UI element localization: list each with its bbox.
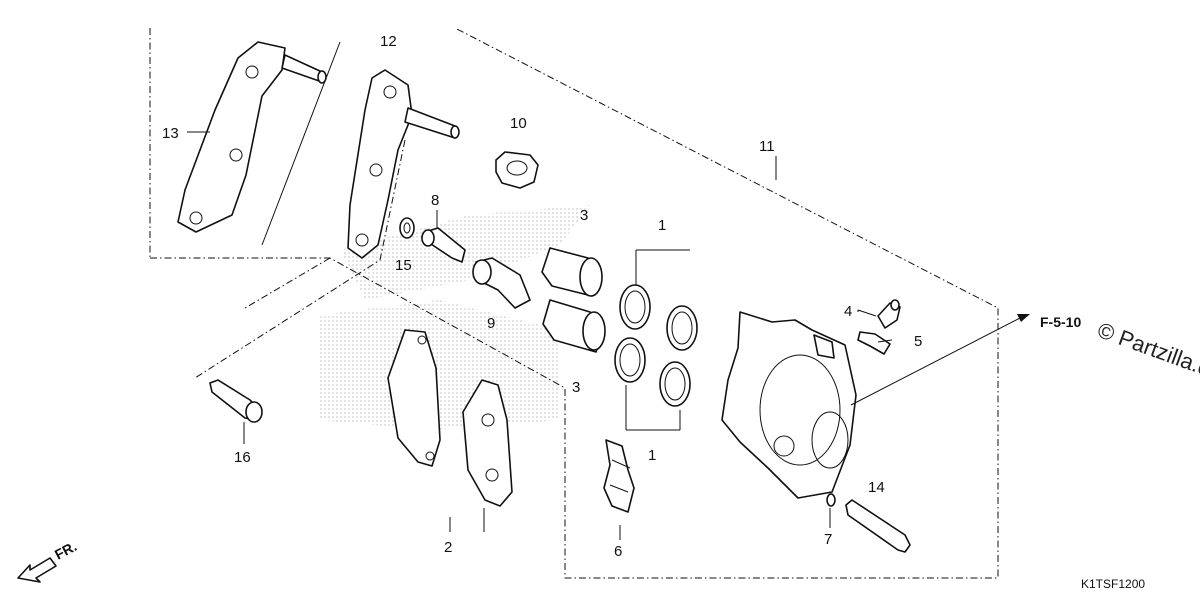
callout-7: 7	[824, 531, 832, 548]
callout-15: 15	[395, 257, 412, 274]
callout-9: 9	[487, 315, 495, 332]
callout-16: 16	[234, 449, 251, 466]
callout-13: 13	[162, 125, 179, 142]
piston-upper-part-3	[541, 247, 603, 297]
reference-label: F-5-10	[1040, 314, 1081, 330]
watermark: © Partzilla.com	[1094, 317, 1200, 391]
piston-lower-part-3	[542, 299, 606, 353]
callout-3-upper: 3	[580, 207, 588, 224]
front-direction-arrow	[17, 557, 57, 583]
callout-4: 4	[844, 303, 852, 320]
bleeder-cap-part-5	[857, 331, 891, 355]
callout-1-lower: 1	[648, 447, 656, 464]
bolt-part-16	[209, 379, 263, 423]
slide-pin-part-14	[845, 499, 911, 553]
callout-1-upper: 1	[658, 217, 666, 234]
washer-part-15	[399, 217, 415, 239]
callout-10: 10	[510, 115, 527, 132]
bleeder-part-4	[877, 299, 901, 329]
washer-part-7	[826, 493, 836, 507]
callout-2: 2	[444, 539, 452, 556]
assembly-outline	[149, 27, 999, 579]
diagram-code: K1TSF1200	[1081, 577, 1145, 591]
pad-spring-part-6	[603, 439, 635, 513]
cap-part-10	[495, 151, 539, 189]
bracket-part-13	[177, 41, 341, 246]
callout-12: 12	[380, 33, 397, 50]
callout-11: 11	[759, 138, 775, 155]
callout-14: 14	[868, 479, 885, 496]
caliper-body-part-11	[721, 311, 857, 499]
seals-part-1	[614, 284, 698, 407]
callout-3-lower: 3	[572, 379, 580, 396]
front-direction-label: FR.	[52, 538, 79, 563]
callout-8: 8	[431, 192, 439, 209]
bolt-part-8	[421, 227, 466, 263]
callout-5: 5	[914, 333, 922, 350]
bolt-part-9	[472, 257, 531, 309]
leader-lines	[187, 131, 1030, 540]
brake-pads-part-2	[387, 329, 513, 507]
callout-6: 6	[614, 543, 622, 560]
callout-labels: 1 1 2 3 3 4 5 6 7 8 9 10 11 12 13 14 15 …	[162, 33, 922, 560]
bracket-part-12	[347, 69, 460, 259]
